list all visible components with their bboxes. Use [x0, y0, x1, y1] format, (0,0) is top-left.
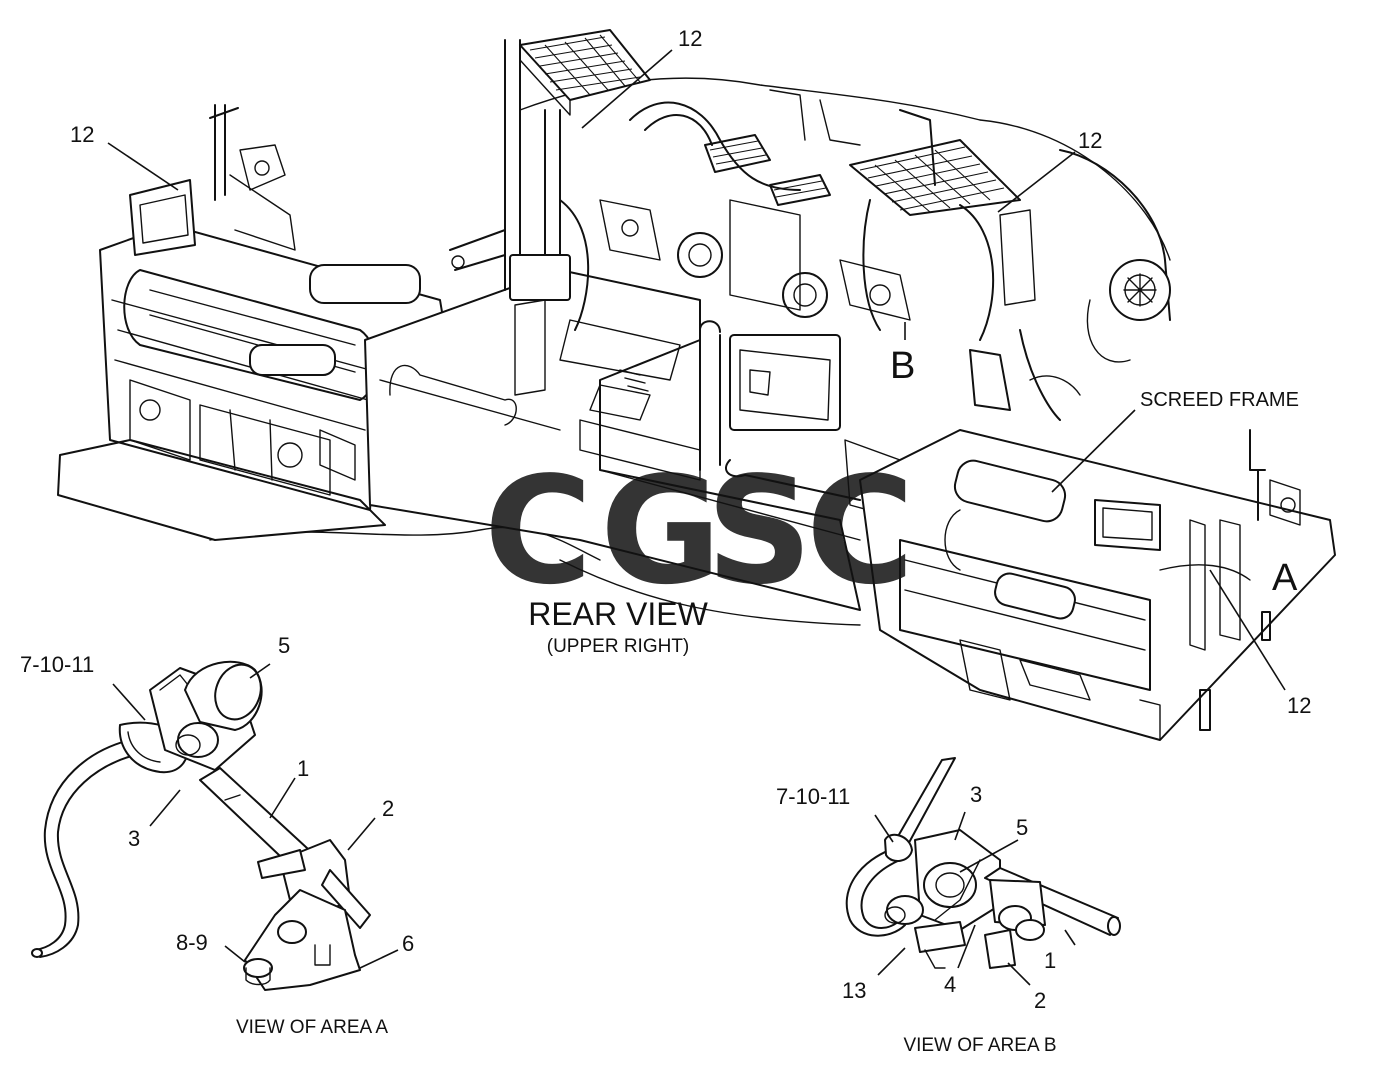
area-a-marker: A	[1272, 557, 1298, 599]
rear-view-title: REAR VIEW	[528, 596, 708, 632]
view-area-b-illustration	[845, 757, 1121, 969]
area-b-callout-7-10-11: 7-10-11	[776, 784, 850, 809]
view-area-b-leaders	[874, 811, 1076, 986]
area-a-callout-6: 6	[402, 931, 414, 956]
area-b-callout-3: 3	[970, 782, 982, 807]
area-a-callout-3: 3	[128, 826, 140, 851]
main-leader-lines	[107, 49, 1286, 691]
area-a-callout-7-10-11: 7-10-11	[20, 652, 94, 677]
screed-frame-label: SCREED FRAME	[1140, 389, 1299, 411]
area-b-callout-2: 2	[1034, 988, 1046, 1013]
right-side-body	[969, 149, 1171, 421]
watermark-letter-c2: C	[806, 445, 915, 617]
view-area-b-caption: VIEW OF AREA B	[903, 1035, 1056, 1056]
watermark-letter-c1: C	[484, 445, 593, 617]
watermark-letter-s: S	[706, 445, 813, 617]
area-b-callout-1: 1	[1044, 948, 1056, 973]
area-a-callout-8-9: 8-9	[176, 930, 208, 955]
view-area-a-leaders	[112, 663, 399, 969]
area-a-callout-2: 2	[382, 796, 394, 821]
area-b-marker: B	[890, 345, 915, 387]
rear-view-subtitle: (UPPER RIGHT)	[547, 636, 690, 657]
area-a-callout-5: 5	[278, 633, 290, 658]
callout-12-bottom-right: 12	[1287, 693, 1311, 718]
engine-area	[599, 89, 995, 341]
view-area-a-caption: VIEW OF AREA A	[236, 1017, 388, 1038]
right-screed-extension	[859, 429, 1336, 741]
area-b-callout-4: 4	[944, 972, 956, 997]
area-b-callout-13: 13	[842, 978, 866, 1003]
area-b-callout-5: 5	[1016, 815, 1028, 840]
machine-illustration	[57, 29, 1336, 741]
tractor-center	[364, 39, 906, 611]
view-area-a-illustration	[31, 660, 371, 991]
callout-12-left: 12	[70, 122, 94, 147]
callout-12-right: 12	[1078, 128, 1102, 153]
watermark-letter-g: G	[600, 445, 721, 617]
area-a-callout-1: 1	[297, 756, 309, 781]
left-screed-extension	[57, 104, 446, 541]
callout-12-top: 12	[678, 26, 702, 51]
watermark-logo: C G S C	[484, 445, 915, 617]
left-platform-grating	[519, 29, 651, 116]
